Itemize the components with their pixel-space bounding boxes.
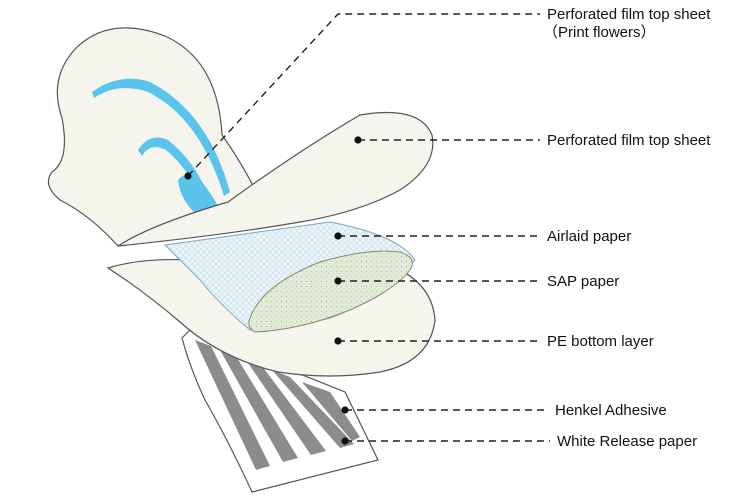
adhesive-stripe <box>272 370 354 448</box>
leader-lines <box>187 13 550 442</box>
anchor-dot <box>334 337 342 345</box>
anchor-dot <box>334 277 342 285</box>
anchor-dot <box>341 437 349 445</box>
anchor-dots <box>184 136 362 445</box>
label-top-sheet: Perforated film top sheet <box>547 132 711 149</box>
adhesive-stripes <box>195 340 360 470</box>
anchor-dot <box>341 406 349 414</box>
adhesive-stripe <box>302 382 360 441</box>
sap-paper-layer <box>248 250 413 333</box>
label-top-sheet-print: Perforated film top sheet <box>547 6 711 23</box>
label-pe-bottom: PE bottom layer <box>547 333 654 350</box>
label-sap: SAP paper <box>547 273 619 290</box>
label-adhesive: Henkel Adhesive <box>555 402 667 419</box>
top-sheet-front-fold <box>117 111 434 247</box>
label-airlaid: Airlaid paper <box>547 228 631 245</box>
print-flower-outer <box>92 78 230 196</box>
adhesive-stripe <box>246 360 326 455</box>
adhesive-stripe <box>195 340 270 470</box>
anchor-dot <box>354 136 362 144</box>
layer-labels: Perforated film top sheet （Print flowers… <box>543 6 711 450</box>
adhesive-stripe <box>220 350 298 462</box>
release-paper-layer <box>181 329 379 493</box>
release-paper <box>181 329 379 493</box>
anchor-dot <box>334 232 342 240</box>
label-top-sheet-print-sub: （Print flowers） <box>543 24 656 41</box>
label-release: White Release paper <box>557 433 697 450</box>
anchor-dot <box>184 172 192 180</box>
leader-top-sheet-print <box>187 13 540 177</box>
